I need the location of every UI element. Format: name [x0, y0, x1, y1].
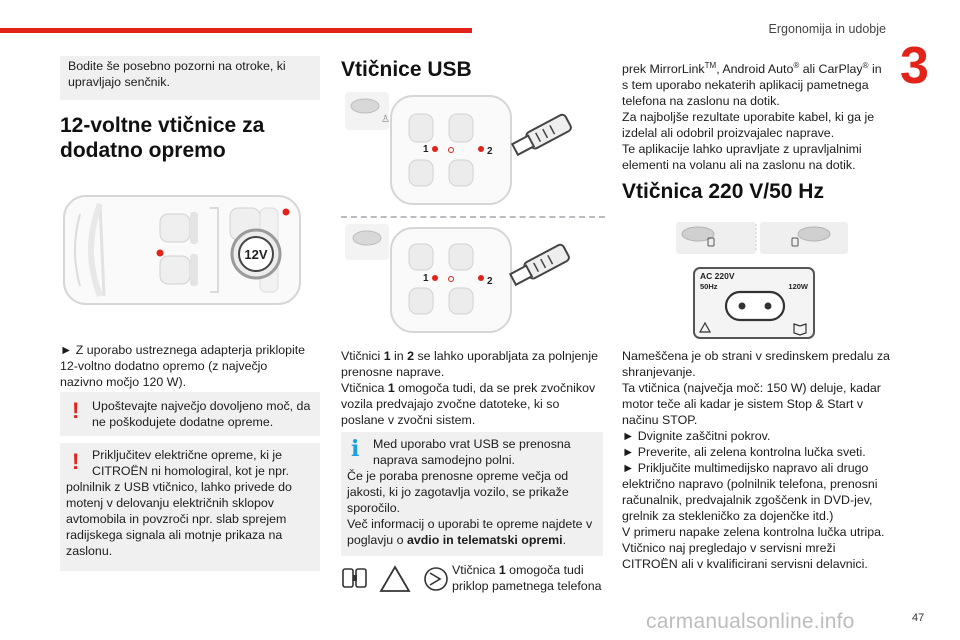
usb-port-2-marker: [478, 146, 484, 152]
red-marker: [156, 249, 164, 257]
warning-icon: !: [72, 449, 80, 474]
socket-50hz-label: 50Hz: [700, 282, 718, 291]
usb-label-1: 1: [423, 273, 429, 284]
car-12v-diagram: 12V: [63, 195, 301, 305]
instruction-text: ► Z uporabo ustreznega adapterja priklop…: [60, 343, 306, 389]
info-line1: Med uporabo vrat USB se prenosna: [373, 437, 571, 451]
mirrorlink-paragraph: prek MirrorLinkTM, Android Auto® ali Car…: [622, 58, 890, 173]
info-line2: naprava samodejno polni.: [373, 453, 515, 467]
heading-220v: Vtičnica 220 V/50 Hz: [622, 180, 824, 203]
socket-220v-body: Nameščena je ob strani v sredinskem pred…: [622, 348, 890, 572]
console-location-diagram: [676, 222, 848, 254]
usb-port-2-marker: [478, 275, 484, 281]
warning-text-2-line2: CITROËN ni homologiral, kot je npr.: [92, 464, 289, 478]
connection-icon: [424, 567, 448, 591]
warning-box-2: ! Priključitev električne opreme, ki je …: [60, 443, 320, 571]
section-heading-usb: Vtičnice USB: [341, 58, 472, 82]
usb-para-2: Vtičnica 1 omogoča tudi, da se prek zvoč…: [341, 381, 596, 427]
usb-para-1: Vtičnici 1 in 2 se lahko uporabljata za …: [341, 349, 598, 379]
note-box: Bodite še posebno pozorni na otroke, ki …: [60, 56, 320, 100]
mirrorlink-para-1: prek MirrorLinkTM, Android Auto® ali Car…: [622, 61, 882, 109]
usb-bottom-text: Vtičnica 1 omogoča tudi priklop pametneg…: [452, 563, 602, 593]
usb-diagram-2: 1 2: [345, 224, 570, 333]
dashed-divider: [341, 216, 605, 218]
svg-text:♙: ♙: [381, 114, 390, 125]
phone-screen-icon: [342, 568, 367, 588]
mirrorlink-para-3: Te aplikacije lahko upravljate z upravlj…: [622, 142, 862, 173]
socket-220v-label: AC 220V: [700, 271, 735, 281]
info-rest1: Če je poraba prenosne opreme večja od ja…: [347, 469, 569, 515]
warning-text-1: Upoštevajte največjo dovoljeno moč, da n…: [92, 399, 311, 429]
warning-box-1: ! Upoštevajte največjo dovoljeno moč, da…: [60, 392, 320, 436]
warning-icon: !: [72, 398, 80, 423]
header-accent-bar: [0, 28, 472, 33]
mirror-screen-icons: [342, 565, 448, 592]
info-box: i Med uporabo vrat USB se prenosna napra…: [341, 432, 603, 556]
socket-12v-label: 12V: [244, 247, 267, 262]
note-text: Bodite še posebno pozorni na otroke, ki …: [68, 59, 286, 89]
body-line: ► Dvignite zaščitni pokrov.: [622, 429, 771, 443]
chapter-number: 3: [900, 37, 929, 95]
usb-label-1: 1: [423, 144, 429, 155]
usb-paragraph: Vtičnici 1 in 2 se lahko uporabljata za …: [341, 348, 603, 428]
usb-diagram-1: ♙ 1 2: [345, 92, 572, 205]
info-icon: i: [351, 436, 360, 462]
section-title: Ergonomija in udobje: [768, 22, 886, 36]
red-marker: [282, 208, 290, 216]
watermark: carmanualsonline.info: [646, 610, 855, 633]
instruction-12v: ► Z uporabo ustreznega adapterja priklop…: [60, 342, 310, 390]
page-number: 47: [912, 612, 925, 624]
warning-text-2-rest: polnilnik z USB vtičnico, lahko privede …: [66, 480, 292, 558]
usb-port-1-marker: [432, 146, 438, 152]
socket-120w-label: 120W: [788, 282, 809, 291]
body-line: Ta vtičnica (največja moč: 150 W) deluje…: [622, 381, 881, 427]
usb-port-1-marker: [432, 275, 438, 281]
mirrorlink-para-2: Za najboljše rezultate uporabite kabel, …: [622, 110, 875, 141]
body-line: ► Preverite, ali zelena kontrolna lučka …: [622, 445, 866, 459]
heading-usb: Vtičnice USB: [341, 58, 472, 81]
body-line: V primeru napake zelena kontrolna lučka …: [622, 525, 885, 539]
usb-label-2: 2: [487, 276, 493, 287]
section-heading-220v: Vtičnica 220 V/50 Hz: [622, 180, 824, 204]
info-rest2: Več informacij o uporabi te opreme najde…: [347, 517, 593, 547]
body-line: Nameščena je ob strani v sredinskem pred…: [622, 349, 890, 379]
usb-label-2: 2: [487, 146, 493, 157]
warning-text-2-line1: Priključitev električne opreme, ki je: [92, 448, 283, 462]
warning-triangle-icon: [379, 565, 411, 592]
body-line: ► Priključite multimedijsko napravo ali …: [622, 461, 878, 523]
body-line: Vtičnico naj pregledajo v servisni mreži…: [622, 541, 868, 571]
socket-220v-panel: AC 220V 50Hz 120W: [693, 267, 815, 339]
heading-12v: 12-voltne vtičnice za dodatno opremo: [60, 114, 265, 162]
section-heading-12v: 12-voltne vtičnice za dodatno opremo: [60, 113, 310, 163]
